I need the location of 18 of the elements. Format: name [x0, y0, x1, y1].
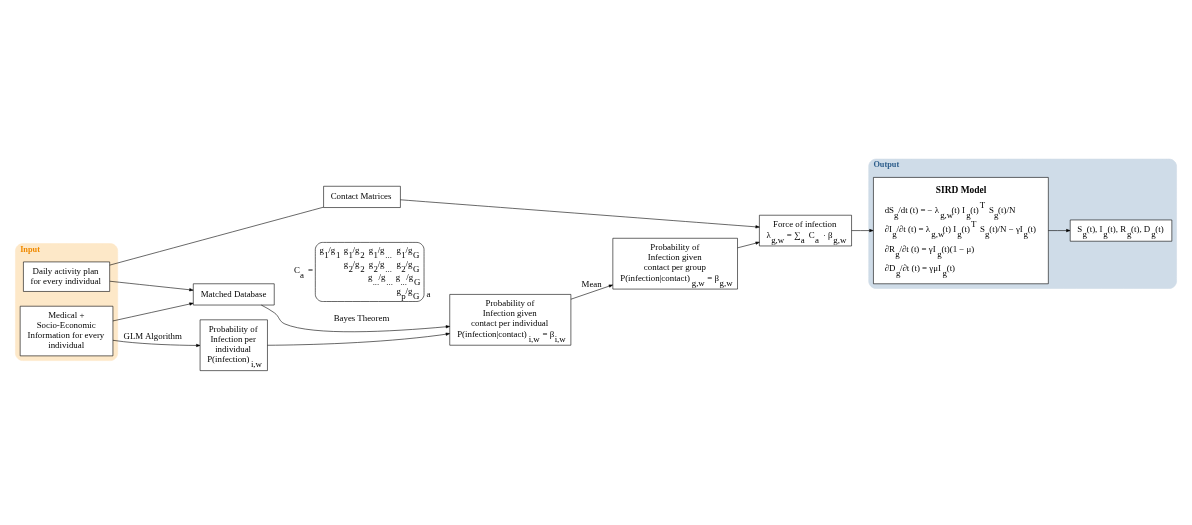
- node-box: Matched Database: [193, 283, 275, 306]
- arrow: [112, 340, 201, 347]
- edge-label: Bayes Theorem: [333, 313, 390, 323]
- arrow: [851, 229, 874, 233]
- arrow: [400, 199, 760, 229]
- label: a: [426, 289, 431, 300]
- arrow: [112, 302, 194, 322]
- arrow: [1048, 229, 1071, 233]
- arrow: [570, 284, 613, 300]
- node-box: Medical + Socio-Economic Information for every individual: [19, 305, 114, 357]
- arrow: [267, 332, 450, 346]
- node-box: Contact Matrices: [323, 185, 401, 208]
- node-box: Daily activity plan for every individual: [23, 261, 110, 292]
- arrow: [261, 304, 450, 333]
- arrow: [737, 241, 760, 249]
- arrow: [109, 280, 194, 292]
- edge-label: Mean: [581, 278, 602, 289]
- edge-label: GLM Algorithm: [123, 330, 182, 341]
